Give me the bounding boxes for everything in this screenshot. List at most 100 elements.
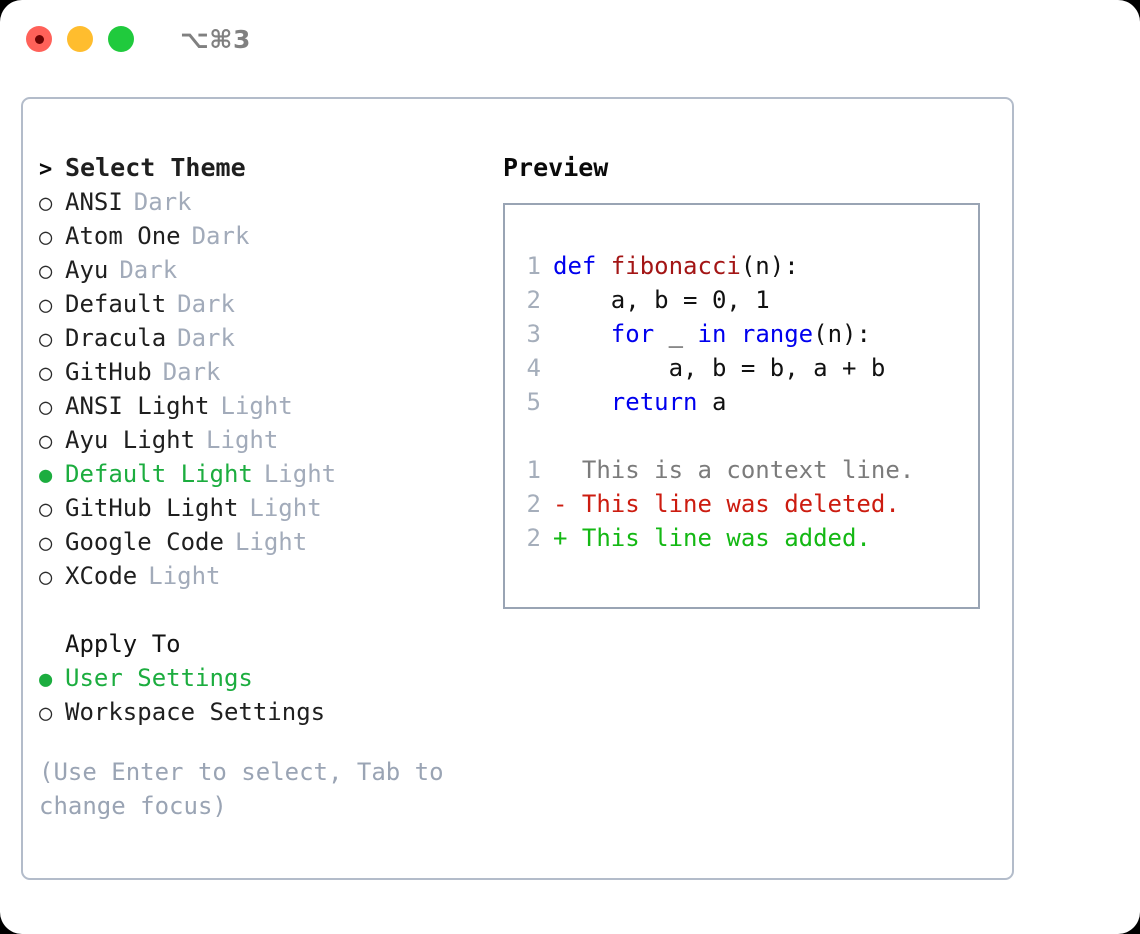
radio-unselected-icon: ○ bbox=[39, 225, 53, 250]
theme-variant-tag: Light bbox=[263, 460, 337, 488]
theme-variant-tag: Light bbox=[148, 562, 221, 590]
theme-option-atom-one[interactable]: ○ Atom One Dark bbox=[39, 219, 489, 253]
select-theme-header: >Select Theme bbox=[39, 151, 489, 185]
radio-unselected-icon: ○ bbox=[39, 259, 53, 284]
code-token-plain bbox=[726, 320, 740, 348]
code-token-plain: (n): bbox=[813, 320, 871, 348]
close-window-button[interactable] bbox=[26, 26, 52, 52]
code-line-text: def fibonacci(n): bbox=[553, 249, 799, 283]
diff-line-text: - This line was deleted. bbox=[553, 490, 900, 518]
theme-option-label: Ayu bbox=[65, 256, 109, 284]
apply-to-marker-placeholder: ○ bbox=[39, 629, 65, 663]
diff-line-number: 2 bbox=[526, 524, 541, 552]
radio-unselected-icon: ○ bbox=[39, 429, 53, 454]
code-line: 5 return a bbox=[505, 385, 978, 419]
radio-unselected-icon: ○ bbox=[39, 327, 53, 352]
cursor-caret-icon: > bbox=[39, 157, 53, 182]
theme-option-label: Ayu Light bbox=[65, 426, 196, 454]
code-diff-separator bbox=[505, 419, 978, 453]
preview-title: Preview bbox=[503, 153, 609, 182]
code-line-number: 4 bbox=[526, 354, 541, 382]
theme-option-google-code[interactable]: ○ Google Code Light bbox=[39, 525, 489, 559]
code-token-kw: def bbox=[553, 252, 611, 280]
theme-variant-tag: Dark bbox=[162, 358, 221, 386]
code-token-kw: for bbox=[610, 320, 655, 348]
code-line-number: 5 bbox=[526, 388, 541, 416]
code-token-plain bbox=[553, 320, 611, 348]
code-token-plain bbox=[553, 388, 611, 416]
window-controls bbox=[26, 26, 134, 52]
diff-line-text: This is a context line. bbox=[553, 456, 915, 484]
code-line-number: 2 bbox=[526, 286, 541, 314]
apply-to-option-workspace-settings[interactable]: ○Workspace Settings bbox=[39, 695, 489, 729]
radio-selected-icon: ● bbox=[39, 463, 53, 488]
diff-line-text: + This line was added. bbox=[553, 524, 871, 552]
code-token-plain: a, b = b, a + b bbox=[553, 354, 886, 382]
code-line-text: return a bbox=[553, 385, 727, 419]
code-token-plain: a, b = 0, 1 bbox=[553, 286, 770, 314]
code-token-plain: a bbox=[697, 388, 727, 416]
window-titlebar: ⌥⌘3 bbox=[0, 0, 1140, 78]
code-token-kw: range bbox=[740, 320, 814, 348]
list-spacer bbox=[39, 593, 489, 627]
code-line-number: 1 bbox=[526, 252, 541, 280]
maximize-window-button[interactable] bbox=[108, 26, 134, 52]
theme-variant-tag: Light bbox=[220, 392, 293, 420]
radio-unselected-icon: ○ bbox=[39, 497, 53, 522]
code-token-kw: return bbox=[610, 388, 698, 416]
diff-sample: 1 This is a context line. 2 - This line wa… bbox=[505, 453, 978, 555]
theme-option-ayu[interactable]: ○ Ayu Dark bbox=[39, 253, 489, 287]
theme-option-ansi-light[interactable]: ○ ANSI Light Light bbox=[39, 389, 489, 423]
theme-option-label: ANSI Light bbox=[65, 392, 210, 420]
code-token-plain: (n): bbox=[740, 252, 799, 280]
code-line-number: 3 bbox=[526, 320, 541, 348]
code-line-text: a, b = 0, 1 bbox=[553, 283, 770, 317]
theme-option-label: XCode bbox=[65, 562, 138, 590]
diff-line-add: 2 + This line was added. bbox=[505, 521, 978, 555]
keyboard-shortcut-label: ⌥⌘3 bbox=[180, 24, 251, 54]
radio-unselected-icon: ○ bbox=[39, 531, 53, 556]
code-line: 2 a, b = 0, 1 bbox=[505, 283, 978, 317]
theme-variant-tag: Dark bbox=[133, 188, 192, 216]
radio-unselected-icon: ○ bbox=[39, 191, 53, 216]
theme-variant-tag: Light bbox=[234, 528, 308, 556]
diff-line-number: 1 bbox=[526, 456, 541, 484]
apply-to-header: ○Apply To bbox=[39, 627, 489, 661]
radio-unselected-icon: ○ bbox=[39, 395, 53, 420]
diff-line-number: 2 bbox=[526, 490, 541, 518]
radio-selected-icon: ● bbox=[39, 667, 53, 692]
minimize-window-button[interactable] bbox=[67, 26, 93, 52]
theme-variant-tag: Dark bbox=[191, 222, 250, 250]
theme-option-label: GitHub Light bbox=[65, 494, 239, 522]
radio-unselected-icon: ○ bbox=[39, 361, 53, 386]
theme-variant-tag: Dark bbox=[177, 290, 235, 318]
apply-to-option-user-settings[interactable]: ●User Settings bbox=[39, 661, 489, 695]
code-line: 4 a, b = b, a + b bbox=[505, 351, 978, 385]
code-token-fn: fibonacci bbox=[610, 252, 741, 280]
apply-to-option-list[interactable]: ●User Settings○Workspace Settings bbox=[39, 661, 489, 729]
theme-option-label: Google Code bbox=[65, 528, 224, 556]
code-line: 3 for _ in range(n): bbox=[505, 317, 978, 351]
theme-option-label: Atom One bbox=[65, 222, 181, 250]
diff-line-del: 2 - This line was deleted. bbox=[505, 487, 978, 521]
diff-line-ctx: 1 This is a context line. bbox=[505, 453, 978, 487]
theme-variant-tag: Dark bbox=[119, 256, 178, 284]
keyboard-hint-text: (Use Enter to select, Tab to change focu… bbox=[39, 758, 444, 820]
radio-unselected-icon: ○ bbox=[39, 701, 53, 726]
